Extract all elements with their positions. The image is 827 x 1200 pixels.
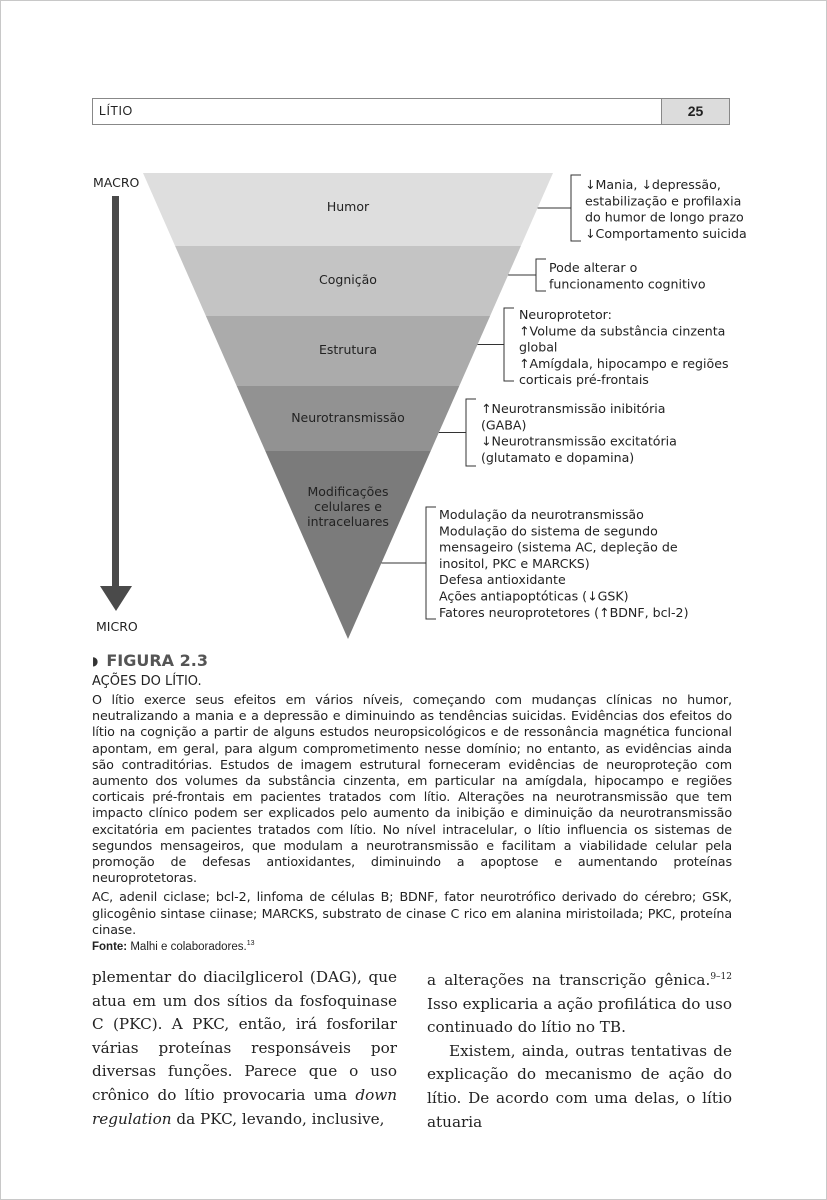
- effect-text: Pode alterar o: [549, 260, 638, 275]
- pyramid-label: Modificações: [308, 484, 389, 499]
- effect-text: ↑Amígdala, hipocampo e regiões: [519, 356, 729, 371]
- effect-texts: ↓Mania, ↓depressão,estabilização e profi…: [439, 177, 747, 620]
- page-number: 25: [661, 99, 729, 124]
- figure-title: AÇÕES DO LÍTIO.: [92, 674, 202, 689]
- right-paragraph-2: Existem, ainda, outras tentativas de exp…: [427, 1041, 732, 1131]
- effect-bracket: [537, 174, 581, 242]
- effect-text: ↑Volume da substância cinzenta: [519, 323, 725, 338]
- figure-abbreviations: AC, adenil ciclase; bcl-2, linfoma de cé…: [92, 889, 732, 937]
- pyramid-label: Neurotransmissão: [291, 410, 405, 425]
- effect-text: funcionamento cognitivo: [549, 276, 706, 291]
- left-paragraph: plementar do diacilglicerol (DAG), que a…: [92, 966, 397, 1131]
- left-text: plementar do diacilglicerol (DAG), que a…: [92, 968, 397, 1104]
- pyramid-layer-5: [265, 451, 431, 639]
- figure-description: O lítio exerce seus efeitos em vários ní…: [92, 692, 732, 886]
- effect-text: corticais pré-frontais: [519, 372, 649, 387]
- effect-brackets: [381, 174, 581, 620]
- effect-bracket: [438, 398, 476, 467]
- effect-text: do humor de longo prazo: [585, 210, 744, 225]
- pyramid-label: Cognição: [319, 272, 377, 287]
- effect-text: Ações antiapoptóticas (↓GSK): [439, 589, 629, 604]
- figure-caption: ◗ FIGURA 2.3 AÇÕES DO LÍTIO. O lítio exe…: [92, 651, 732, 953]
- body-text: plementar do diacilglicerol (DAG), que a…: [92, 966, 732, 1134]
- pyramid-label: Estrutura: [319, 342, 377, 357]
- effect-text: ↑Neurotransmissão inibitória: [481, 401, 666, 416]
- pyramid-layer-3: [205, 316, 491, 386]
- effect-text: (GABA): [481, 417, 526, 432]
- source-label: Fonte:: [92, 940, 128, 953]
- source-ref: 13: [246, 940, 255, 948]
- effect-text: global: [519, 340, 557, 355]
- effect-text: Defesa antioxidante: [439, 572, 566, 587]
- effect-text: ↓Neurotransmissão excitatória: [481, 434, 677, 449]
- effect-bracket: [508, 258, 546, 292]
- scale-top-label: MACRO: [93, 175, 140, 190]
- figure-source: Fonte: Malhi e colaboradores.13: [92, 940, 732, 953]
- effect-bracket: [477, 307, 514, 382]
- scale-bottom-label: MICRO: [96, 619, 138, 634]
- effect-text: Fatores neuroprotetores (↑BDNF, bcl-2): [439, 605, 688, 620]
- figure-number: FIGURA 2.3: [106, 651, 208, 670]
- chapter-title: LÍTIO: [99, 104, 133, 118]
- effect-text: Modulação da neurotransmissão: [439, 507, 644, 522]
- effect-text: Modulação do sistema de segundo: [439, 523, 658, 538]
- right-tail-1: Isso explicaria a ação profilática do us…: [427, 994, 732, 1037]
- left-tail: da PKC, levando, inclusive,: [171, 1109, 385, 1128]
- caption-bullet-icon: ◗: [92, 653, 99, 668]
- effect-text: Neuroprotetor:: [519, 307, 612, 322]
- macro-micro-arrow: [100, 196, 132, 611]
- pyramid-layer-4: [236, 386, 460, 451]
- right-text-1: a alterações na transcrição gênica.: [427, 971, 711, 990]
- effect-bracket: [381, 506, 436, 620]
- pyramid-layer-2: [175, 246, 521, 316]
- right-ref: 9–12: [710, 972, 732, 982]
- right-paragraph-1: a alterações na transcrição gênica.9–12 …: [427, 966, 732, 1040]
- effect-text: (glutamato e dopamina): [481, 450, 634, 465]
- effect-text: estabilização e profilaxia: [585, 193, 741, 208]
- body-column-right: a alterações na transcrição gênica.9–12 …: [427, 966, 732, 1134]
- pyramid-layers: [143, 173, 553, 639]
- source-text: Malhi e colaboradores.: [130, 940, 247, 953]
- pyramid-label: Humor: [327, 199, 370, 214]
- pyramid-labels: HumorCogniçãoEstruturaNeurotransmissãoMo…: [291, 199, 405, 529]
- lithium-actions-figure: HumorCogniçãoEstruturaNeurotransmissãoMo…: [93, 173, 747, 639]
- running-header: LÍTIO 25: [92, 98, 730, 125]
- effect-text: mensageiro (sistema AC, depleção de: [439, 540, 678, 555]
- figure-label: ◗ FIGURA 2.3: [92, 651, 732, 670]
- pyramid-label: celulares e: [314, 499, 382, 514]
- body-column-left: plementar do diacilglicerol (DAG), que a…: [92, 966, 397, 1134]
- left-italic: down regulation: [92, 1085, 397, 1128]
- pyramid-layer-1: [143, 173, 553, 246]
- effect-text: ↓Comportamento suicida: [585, 226, 747, 241]
- effect-text: ↓Mania, ↓depressão,: [585, 177, 721, 192]
- effect-text: inositol, PKC e MARCKS): [439, 556, 590, 571]
- pyramid-label: intraceluares: [307, 514, 389, 529]
